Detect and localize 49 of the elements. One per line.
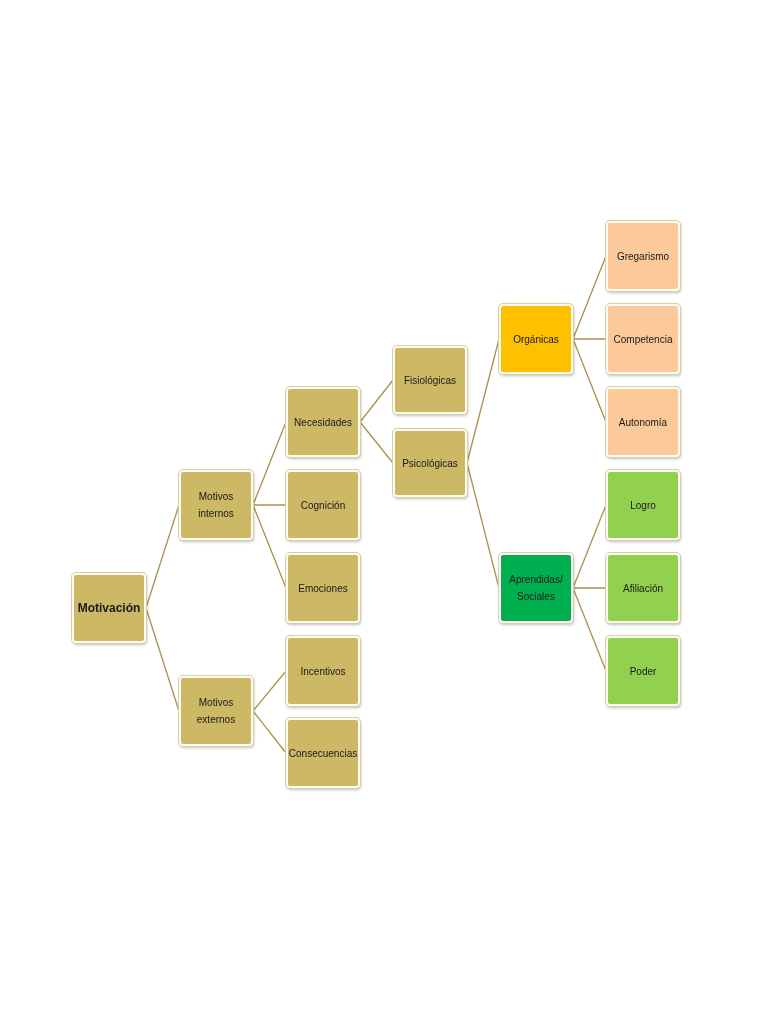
node-label: Competencia <box>613 332 673 347</box>
concept-box <box>606 221 680 291</box>
connector-line <box>252 670 287 712</box>
node-label: Cognición <box>300 498 346 513</box>
concept-box <box>606 387 680 457</box>
node-label: Afiliación <box>623 581 663 596</box>
node-label: Consecuencias <box>288 746 358 761</box>
connector-line <box>359 421 394 464</box>
node-label: Necesidades <box>294 415 352 430</box>
connector-line <box>572 255 607 340</box>
concept-box <box>286 636 360 706</box>
connector-line <box>572 587 607 589</box>
node-label: Gregarismo <box>616 249 670 264</box>
node-label: Aprendidas/ Sociales <box>508 573 564 604</box>
connector-line <box>252 504 287 506</box>
node-label: Orgánicas <box>513 332 559 347</box>
connector-line <box>572 587 607 672</box>
concept-box <box>179 470 253 540</box>
concept-box <box>499 304 573 374</box>
connector-line <box>252 504 287 589</box>
concept-box <box>286 387 360 457</box>
connector-line <box>572 338 607 423</box>
node-label: Motivación <box>77 599 141 617</box>
concept-box <box>499 553 573 623</box>
node-label: Emociones <box>298 581 348 596</box>
concept-box <box>606 470 680 540</box>
concept-box <box>286 553 360 623</box>
concept-box <box>606 304 680 374</box>
node-label: Incentivos <box>300 664 346 679</box>
connector-line <box>572 338 607 340</box>
concept-box <box>286 718 360 788</box>
concept-box <box>286 470 360 540</box>
concept-box <box>179 676 253 746</box>
node-label: Fisiológicas <box>403 373 457 388</box>
concept-box <box>393 346 467 414</box>
concept-box <box>393 429 467 497</box>
node-label: Poder <box>629 664 657 679</box>
node-label: Autonomía <box>618 415 668 430</box>
node-label: Logro <box>630 498 656 513</box>
concept-box <box>72 573 146 643</box>
node-label: Motivos externos <box>195 696 237 727</box>
concept-box <box>606 636 680 706</box>
connector-line <box>252 421 287 506</box>
node-label: Psicológicas <box>402 456 458 471</box>
connector-line <box>252 710 287 754</box>
connector-line <box>572 504 607 589</box>
node-label: Motivos internos <box>197 490 235 521</box>
concept-box <box>606 553 680 623</box>
connector-line <box>359 379 394 423</box>
